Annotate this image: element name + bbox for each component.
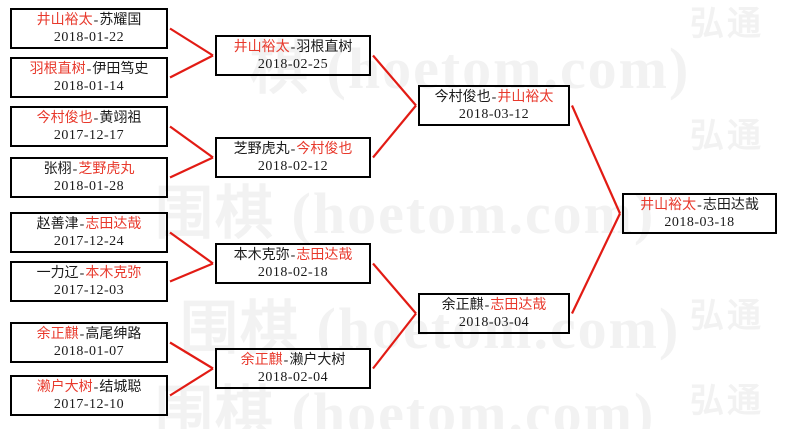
match-players: 井山裕太-苏耀国	[37, 12, 142, 29]
player-two-name: 井山裕太	[497, 88, 554, 105]
match-players: 井山裕太-羽根直树	[234, 39, 353, 56]
match-date: 2018-01-14	[53, 78, 125, 94]
player-separator: -	[484, 297, 490, 313]
player-two-name: 今村俊也	[296, 140, 353, 157]
match-players: 张栩-芝野虎丸	[44, 161, 135, 178]
player-separator: -	[491, 89, 497, 105]
player-two-name: 濑户大树	[289, 351, 346, 368]
player-one-name: 张栩	[43, 160, 72, 177]
player-separator: -	[86, 61, 92, 77]
match-players: 今村俊也-井山裕太	[435, 89, 554, 106]
match-date: 2018-03-18	[664, 214, 735, 230]
match-players: 余正麒-高尾绅路	[37, 326, 142, 343]
player-one-name: 余正麒	[441, 296, 484, 313]
player-one-name: 一力辽	[36, 264, 79, 281]
match-players: 赵善津-志田达哉	[37, 216, 142, 233]
player-one-name: 今村俊也	[36, 109, 93, 126]
match-players: 芝野虎丸-今村俊也	[234, 141, 353, 158]
match-players: 今村俊也-黄翊祖	[37, 110, 142, 127]
match-players: 本木克弥-志田达哉	[234, 247, 353, 264]
player-separator: -	[290, 141, 296, 157]
player-one-name: 今村俊也	[434, 88, 491, 105]
player-two-name: 羽根直树	[296, 38, 353, 55]
player-separator: -	[72, 161, 78, 177]
match-date: 2018-01-07	[53, 343, 125, 359]
player-two-name: 志田达哉	[85, 215, 142, 232]
player-separator: -	[283, 352, 289, 368]
match-players: 余正麒-志田达哉	[442, 297, 547, 314]
player-separator: -	[93, 379, 99, 395]
player-two-name: 黄翊祖	[99, 109, 142, 126]
match-date: 2018-02-25	[257, 56, 329, 72]
match-date: 2017-12-10	[53, 396, 125, 412]
player-one-name: 井山裕太	[233, 38, 290, 55]
player-one-name: 井山裕太	[36, 11, 93, 28]
match-date: 2017-12-03	[53, 282, 125, 298]
player-separator: -	[79, 265, 85, 281]
match-date: 2018-03-12	[458, 106, 530, 122]
match-date: 2018-03-04	[458, 314, 530, 330]
player-one-name: 赵善津	[36, 215, 79, 232]
player-one-name: 芝野虎丸	[233, 140, 290, 157]
match-players: 余正麒-濑户大树	[241, 352, 346, 369]
player-one-name: 濑户大树	[36, 378, 93, 395]
match-players: 井山裕太-志田达哉	[640, 197, 759, 214]
player-separator: -	[93, 110, 99, 126]
player-two-name: 志田达哉	[490, 296, 547, 313]
match-players: 濑户大树-结城聪	[37, 379, 142, 396]
player-two-name: 志田达哉	[296, 246, 353, 263]
player-separator: -	[290, 39, 296, 55]
player-separator: -	[79, 216, 85, 232]
match-players: 羽根直树-伊田笃史	[30, 61, 149, 78]
match-date: 2018-01-22	[53, 29, 125, 45]
player-two-name: 结城聪	[99, 378, 142, 395]
match-players: 一力辽-本木克弥	[37, 265, 142, 282]
match-date: 2018-02-18	[257, 264, 329, 280]
match-date: 2018-02-12	[257, 158, 329, 174]
player-two-name: 芝野虎丸	[78, 160, 135, 177]
player-separator: -	[79, 326, 85, 342]
player-two-name: 伊田笃史	[92, 60, 149, 77]
player-separator: -	[697, 197, 702, 213]
player-one-name: 井山裕太	[640, 196, 697, 213]
player-two-name: 本木克弥	[85, 264, 142, 281]
player-two-name: 苏耀国	[99, 11, 142, 28]
match-date: 2018-02-04	[257, 369, 329, 385]
player-one-name: 余正麒	[36, 325, 79, 342]
match-date: 2017-12-17	[53, 127, 125, 143]
match-date: 2017-12-24	[53, 233, 125, 249]
player-two-name: 高尾绅路	[85, 325, 142, 342]
player-separator: -	[93, 12, 99, 28]
match-date: 2018-01-28	[53, 178, 125, 194]
player-separator: -	[290, 247, 296, 263]
player-one-name: 余正麒	[240, 351, 283, 368]
player-one-name: 本木克弥	[233, 246, 290, 263]
player-two-name: 志田达哉	[702, 196, 759, 213]
player-one-name: 羽根直树	[29, 60, 86, 77]
